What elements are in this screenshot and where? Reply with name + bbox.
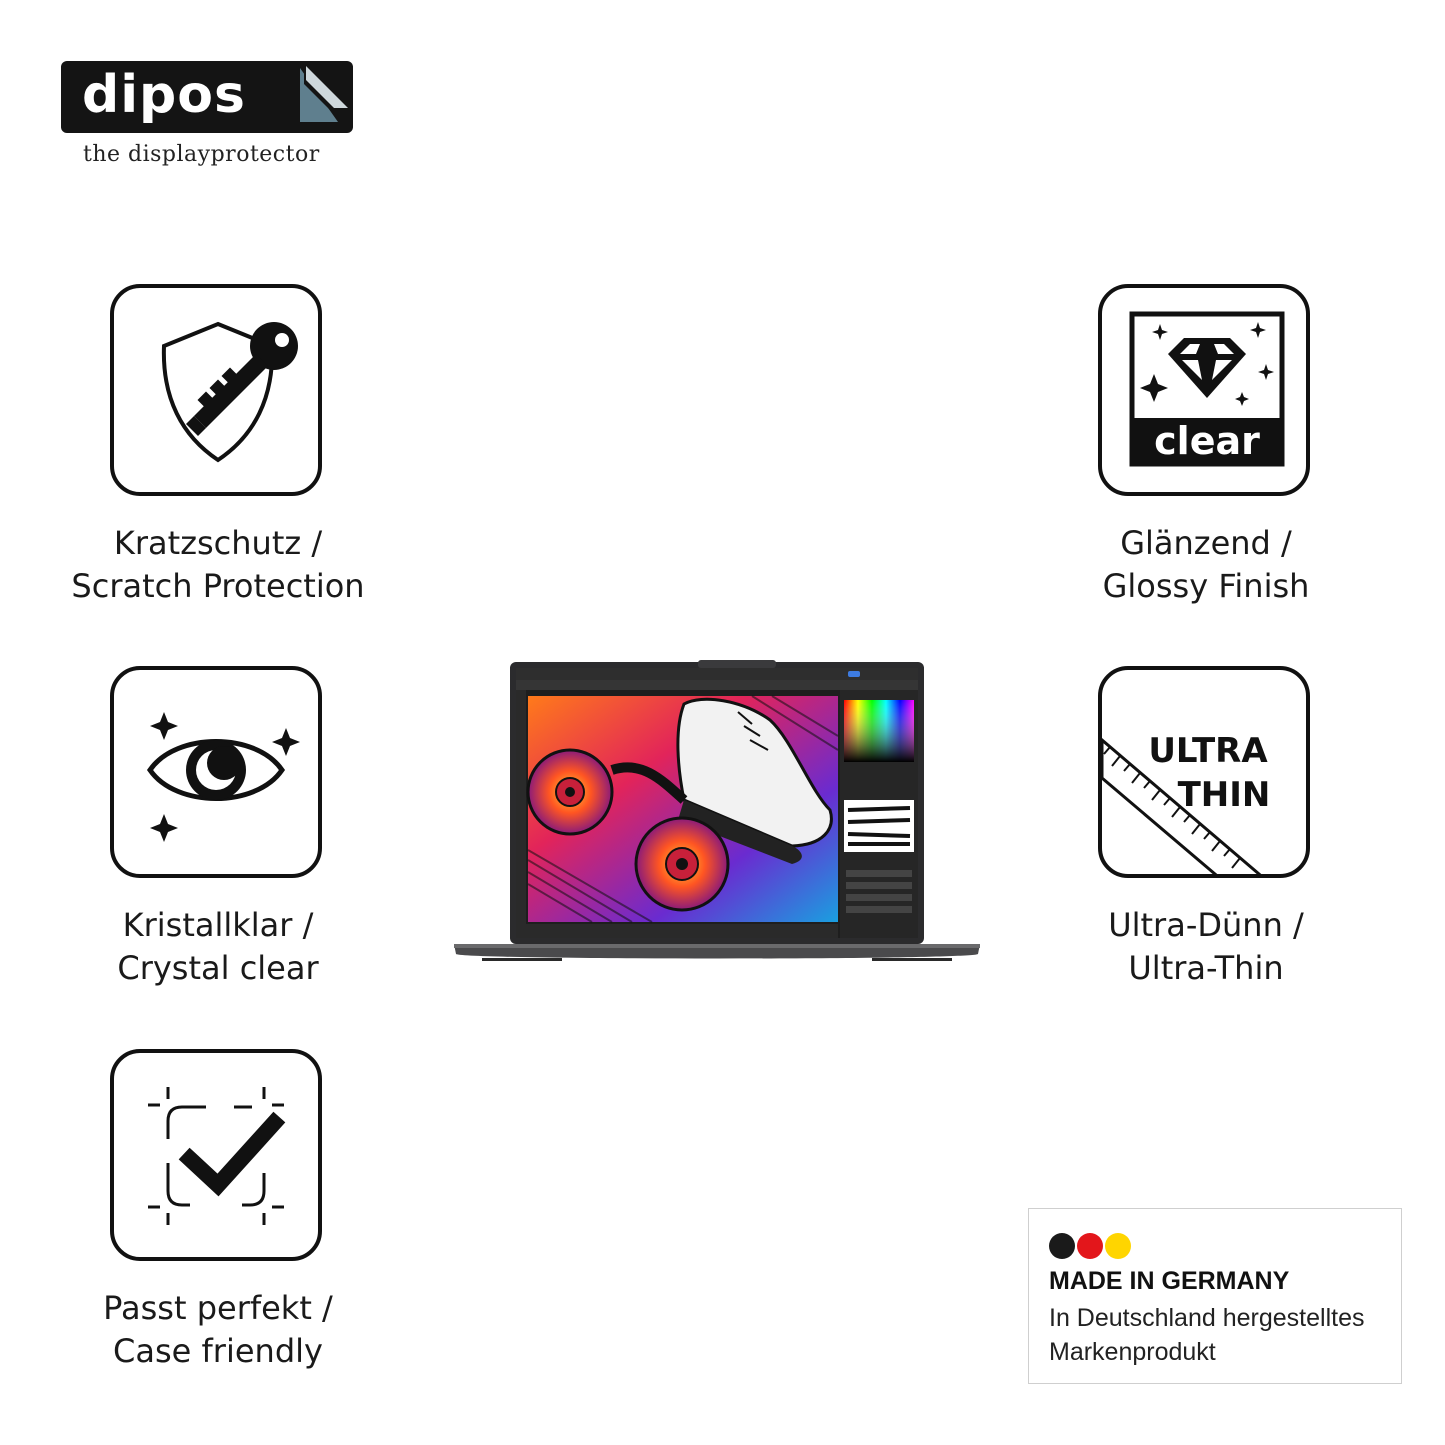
caption-line-de: Passt perfekt /	[103, 1289, 333, 1327]
logo-peel-icon	[300, 66, 350, 122]
scratch-protection-tile	[110, 284, 322, 496]
brand-name: dipos	[82, 65, 246, 125]
shield-key-icon	[161, 321, 298, 463]
ultra-thin-ruler-icon: ULTRA THIN	[1102, 731, 1271, 874]
thin-label: THIN	[1178, 775, 1271, 815]
brand-tagline: the displayprotector	[83, 142, 320, 167]
clear-label: clear	[1154, 419, 1260, 463]
flag-dot-black	[1049, 1233, 1075, 1259]
flag-dot-gold	[1105, 1233, 1131, 1259]
caption-line-en: Crystal clear	[117, 949, 319, 987]
made-in-germany-badge: MADE IN GERMANY In Deutschland hergestel…	[1028, 1208, 1402, 1384]
eye-sparkle-icon	[146, 712, 300, 842]
ultra-thin-caption: Ultra-Dünn / Ultra-Thin	[1016, 904, 1396, 990]
case-friendly-tile	[110, 1049, 322, 1261]
glossy-finish-caption: Glänzend / Glossy Finish	[1016, 522, 1396, 608]
caption-line-de: Ultra-Dünn /	[1108, 906, 1304, 944]
caption-line-en: Ultra-Thin	[1128, 949, 1284, 987]
check-frame-icon	[148, 1087, 286, 1225]
ultra-label: ULTRA	[1148, 731, 1268, 771]
case-friendly-caption: Passt perfekt / Case friendly	[28, 1287, 408, 1373]
crystal-clear-caption: Kristallklar / Crystal clear	[28, 904, 408, 990]
caption-line-en: Glossy Finish	[1102, 567, 1310, 605]
laptop-product-image	[454, 660, 980, 961]
made-in-germany-title: MADE IN GERMANY	[1049, 1267, 1290, 1295]
flag-dot-red	[1077, 1233, 1103, 1259]
scratch-protection-caption: Kratzschutz / Scratch Protection	[28, 522, 408, 608]
ultra-thin-tile: ULTRA THIN	[1098, 666, 1310, 878]
caption-line-de: Kristallklar /	[122, 906, 314, 944]
glossy-finish-tile: clear	[1098, 284, 1310, 496]
caption-line-de: Kratzschutz /	[113, 524, 323, 562]
diamond-clear-icon: clear	[1129, 311, 1285, 467]
crystal-clear-tile	[110, 666, 322, 878]
caption-line-en: Case friendly	[113, 1332, 323, 1370]
made-in-germany-subtitle: In Deutschland hergestelltes Markenprodu…	[1049, 1304, 1365, 1366]
caption-line-en: Scratch Protection	[71, 567, 365, 605]
caption-line-de: Glänzend /	[1120, 524, 1292, 562]
